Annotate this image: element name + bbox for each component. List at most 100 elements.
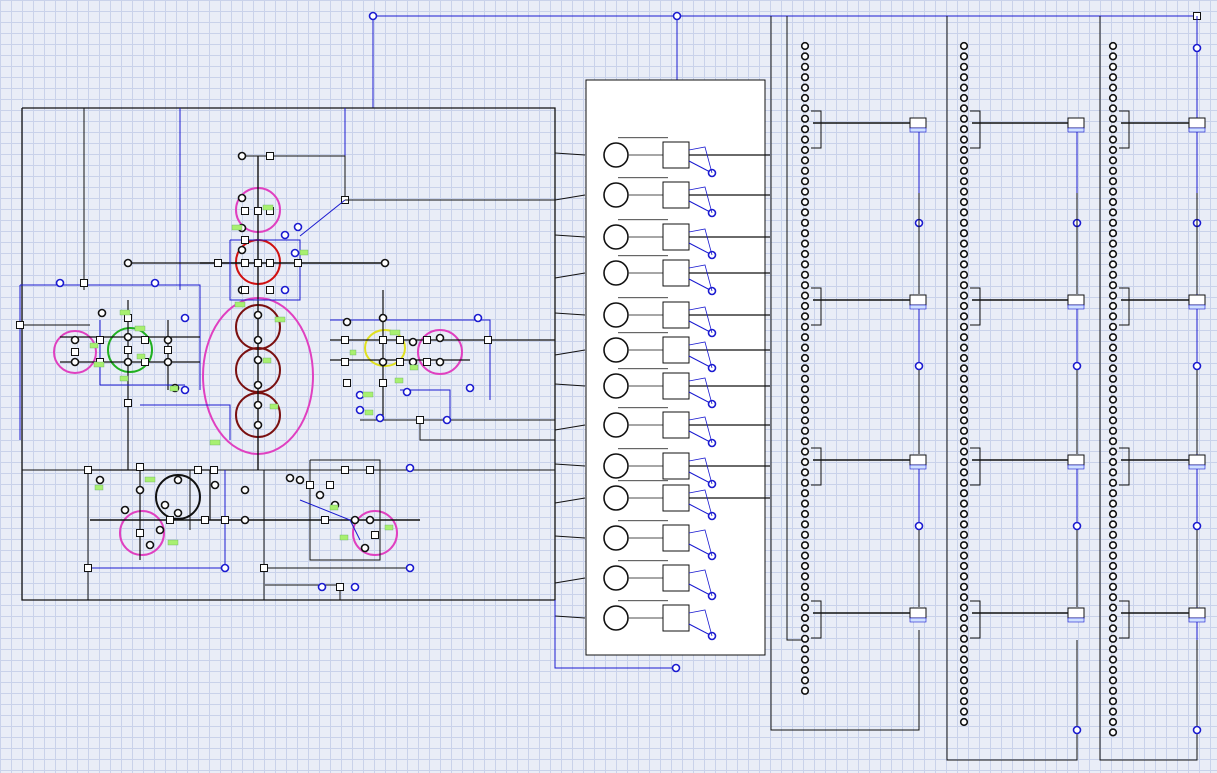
transition[interactable] bbox=[141, 336, 149, 344]
place[interactable] bbox=[97, 308, 107, 318]
place[interactable] bbox=[253, 335, 263, 345]
interface-place[interactable] bbox=[603, 142, 629, 168]
arc[interactable] bbox=[265, 584, 341, 600]
column-place[interactable] bbox=[1108, 93, 1118, 103]
place[interactable] bbox=[160, 500, 170, 510]
arc[interactable] bbox=[554, 234, 586, 238]
column-place[interactable] bbox=[959, 499, 969, 508]
interface-transition[interactable] bbox=[662, 604, 690, 632]
place[interactable] bbox=[442, 415, 452, 425]
arc[interactable] bbox=[140, 404, 231, 440]
arc[interactable] bbox=[688, 228, 713, 256]
column-place[interactable] bbox=[959, 468, 969, 477]
column-place[interactable] bbox=[959, 104, 969, 113]
column-place[interactable] bbox=[959, 697, 969, 706]
transition[interactable] bbox=[484, 336, 492, 344]
column-place[interactable] bbox=[959, 416, 969, 425]
column-place[interactable] bbox=[800, 561, 810, 571]
column-place[interactable] bbox=[959, 676, 969, 685]
place[interactable] bbox=[237, 193, 247, 203]
column-place[interactable] bbox=[1108, 218, 1118, 227]
place[interactable] bbox=[1192, 725, 1202, 735]
column-place[interactable] bbox=[800, 520, 810, 529]
column-place[interactable] bbox=[800, 125, 810, 134]
column-place[interactable] bbox=[800, 145, 810, 155]
column-place[interactable] bbox=[959, 281, 969, 290]
arc[interactable] bbox=[688, 416, 713, 444]
column-place[interactable] bbox=[800, 541, 810, 550]
column-place[interactable] bbox=[1108, 208, 1118, 217]
arc[interactable] bbox=[688, 355, 713, 369]
transition[interactable] bbox=[326, 481, 334, 489]
column-place[interactable] bbox=[1108, 177, 1118, 186]
column-place[interactable] bbox=[800, 208, 810, 217]
column-place[interactable] bbox=[959, 353, 969, 363]
place[interactable] bbox=[295, 475, 305, 485]
column-place[interactable] bbox=[800, 197, 810, 207]
arc[interactable] bbox=[1119, 447, 1130, 486]
column-place[interactable] bbox=[1108, 395, 1118, 404]
place[interactable] bbox=[240, 485, 250, 495]
arc[interactable] bbox=[1119, 600, 1130, 639]
column-place[interactable] bbox=[1108, 83, 1118, 92]
arc[interactable] bbox=[688, 529, 713, 557]
column-place[interactable] bbox=[800, 478, 810, 487]
column-place[interactable] bbox=[800, 187, 810, 196]
interface-transition[interactable] bbox=[662, 452, 690, 480]
place[interactable] bbox=[378, 313, 388, 323]
column-place[interactable] bbox=[800, 655, 810, 664]
interface-place[interactable] bbox=[603, 260, 629, 286]
column-place[interactable] bbox=[1108, 530, 1118, 539]
column-place[interactable] bbox=[800, 395, 810, 404]
place[interactable] bbox=[350, 582, 360, 592]
interface-place[interactable] bbox=[603, 605, 629, 631]
column-place[interactable] bbox=[800, 405, 810, 415]
arc[interactable] bbox=[811, 287, 822, 326]
arc[interactable] bbox=[688, 609, 713, 637]
column-place[interactable] bbox=[959, 634, 969, 643]
place[interactable] bbox=[173, 475, 183, 485]
arc[interactable] bbox=[309, 459, 381, 561]
column-place[interactable] bbox=[1108, 125, 1118, 134]
column-place[interactable] bbox=[800, 416, 810, 425]
interface-transition[interactable] bbox=[662, 223, 690, 251]
arc[interactable] bbox=[242, 155, 346, 200]
transition[interactable] bbox=[164, 346, 172, 354]
column-transition[interactable] bbox=[1188, 294, 1206, 306]
column-place[interactable] bbox=[800, 437, 810, 446]
column-place[interactable] bbox=[800, 457, 810, 467]
place[interactable] bbox=[342, 317, 352, 327]
column-place[interactable] bbox=[800, 239, 810, 248]
column-place[interactable] bbox=[1108, 593, 1118, 602]
transition[interactable] bbox=[241, 259, 249, 267]
column-place[interactable] bbox=[800, 301, 810, 311]
arc[interactable] bbox=[688, 160, 713, 174]
transition[interactable] bbox=[343, 379, 351, 387]
arc[interactable] bbox=[688, 543, 713, 557]
column-blue-place[interactable] bbox=[1192, 361, 1202, 371]
transition[interactable] bbox=[124, 399, 132, 407]
column-place[interactable] bbox=[1108, 197, 1118, 207]
place[interactable] bbox=[70, 335, 80, 345]
column-place[interactable] bbox=[1108, 301, 1118, 311]
arc[interactable] bbox=[554, 194, 586, 201]
column-place[interactable] bbox=[1108, 728, 1118, 737]
transition[interactable] bbox=[84, 564, 92, 572]
column-place[interactable] bbox=[800, 270, 810, 279]
column-place[interactable] bbox=[959, 582, 969, 591]
place[interactable] bbox=[285, 473, 295, 483]
interface-transition[interactable] bbox=[662, 484, 690, 512]
transition[interactable] bbox=[266, 259, 274, 267]
place[interactable] bbox=[375, 413, 385, 423]
transition[interactable] bbox=[366, 466, 374, 474]
column-place[interactable] bbox=[800, 582, 810, 591]
arc[interactable] bbox=[688, 242, 713, 256]
arc[interactable] bbox=[554, 463, 586, 467]
column-place[interactable] bbox=[959, 145, 969, 155]
transition[interactable] bbox=[241, 207, 249, 215]
arc[interactable] bbox=[946, 16, 1078, 761]
transition[interactable] bbox=[379, 336, 387, 344]
interface-place[interactable] bbox=[603, 337, 629, 363]
arc[interactable] bbox=[419, 420, 555, 441]
column-place[interactable] bbox=[800, 468, 810, 477]
